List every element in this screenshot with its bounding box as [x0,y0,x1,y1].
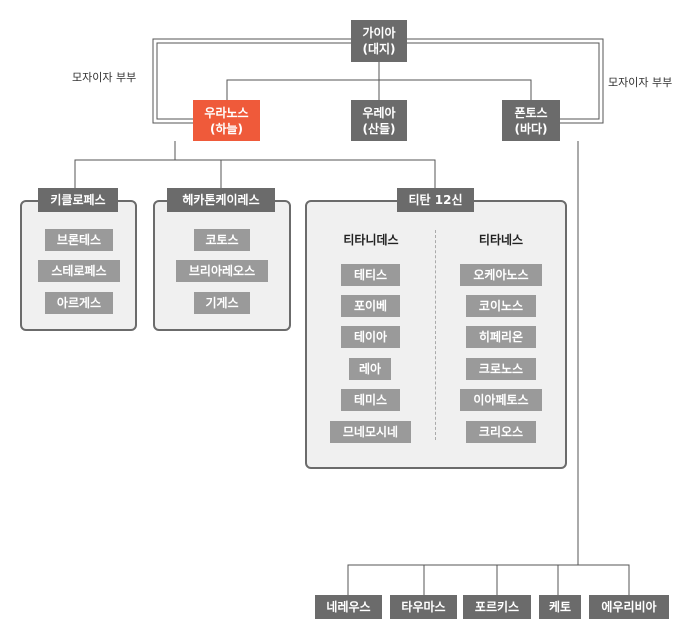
member-titanides-1: 포이베 [341,295,400,317]
couple-label-right: 모자이자 부부 [608,76,673,89]
title-titans: 티탄 12신 [397,188,474,212]
sea-child-2: 포르키스 [463,595,531,619]
uranus-children-line [74,141,436,188]
node-pontus-sub: (바다) [514,121,548,136]
node-uranus: 우라노스 (하늘) [193,100,260,141]
node-gaia-sub: (대지) [362,42,396,56]
member-titanes-2: 히페리온 [466,326,536,348]
node-uranus-name: 우라노스 [204,105,249,120]
gaia-children-line [226,62,532,100]
node-ourea-name: 우레아 [362,105,396,120]
heading-titanes: 티타네스 [478,233,524,247]
member-cyclopes-2: 아르게스 [45,292,113,314]
node-gaia-name: 가이아 [362,26,396,40]
member-titanides-2: 테이아 [341,326,400,348]
member-titanides-5: 므네모시네 [330,421,411,443]
node-gaia: 가이아 (대지) [351,20,407,62]
sea-child-0: 네레우스 [315,595,382,619]
couple-line-inner [156,42,600,120]
member-cyclopes-0: 브론테스 [45,229,113,251]
node-pontus: 폰토스 (바다) [502,100,560,141]
heading-titanides: 티타니데스 [343,233,399,247]
sea-child-1: 타우마스 [390,595,457,619]
member-titanes-3: 크로노스 [466,358,536,380]
member-titanes-0: 오케아노스 [460,264,542,286]
node-ourea-sub: (산들) [362,121,396,136]
titans-divider [435,230,436,440]
pontus-children-line [347,141,630,595]
member-titanes-1: 코이노스 [466,295,536,317]
node-ourea: 우레아 (산들) [351,100,407,141]
member-hecatoncheires-2: 기게스 [194,292,250,314]
member-titanides-3: 레아 [349,358,391,380]
title-cyclopes: 키클로페스 [38,188,118,212]
member-hecatoncheires-1: 브리아레오스 [176,260,268,282]
member-titanes-5: 크리오스 [466,421,536,443]
title-hecatoncheires: 헤카톤케이레스 [167,188,275,212]
node-pontus-name: 폰토스 [514,105,548,120]
couple-label-left: 모자이자 부부 [72,71,137,84]
member-titanes-4: 이아페토스 [460,389,542,411]
member-cyclopes-1: 스테로페스 [38,260,120,282]
sea-child-4: 에우리비아 [589,595,669,619]
member-hecatoncheires-0: 코토스 [194,229,250,251]
couple-line-outer [152,38,604,124]
sea-child-3: 케토 [539,595,581,619]
node-uranus-sub: (하늘) [209,121,244,136]
member-titanides-4: 테미스 [341,389,400,411]
member-titanides-0: 테티스 [341,264,400,286]
